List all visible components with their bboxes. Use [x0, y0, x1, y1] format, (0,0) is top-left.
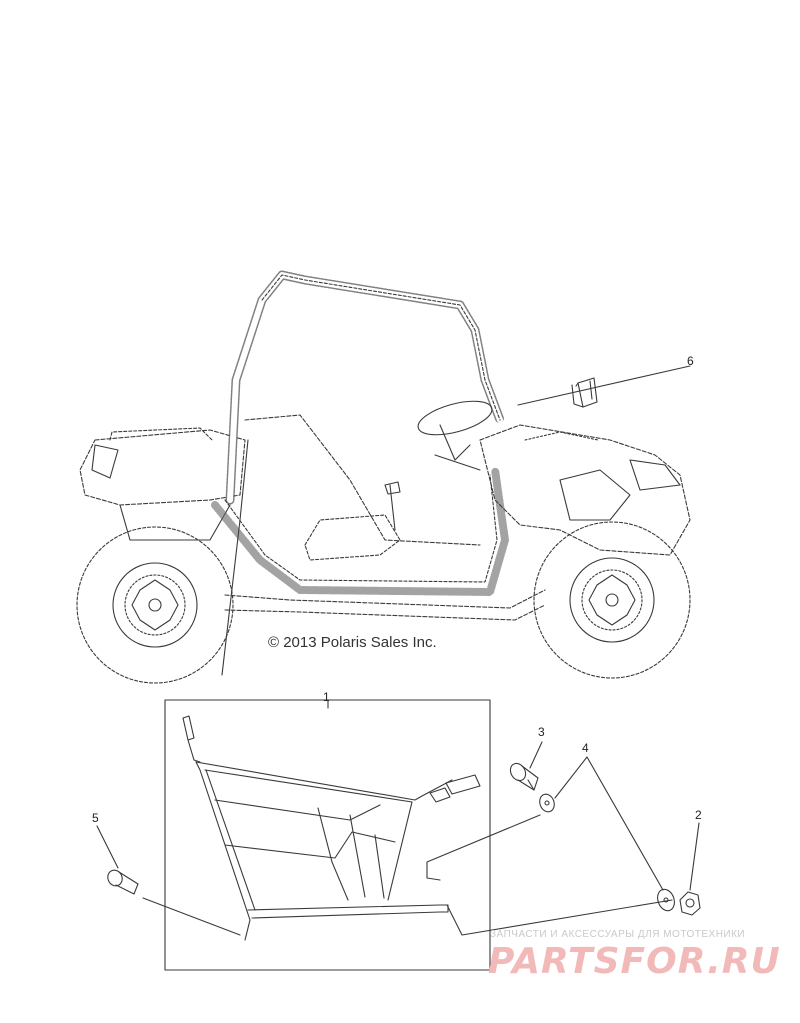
part-2-nut: [679, 891, 701, 916]
leader-line-5: [96, 825, 119, 869]
front-wheel: [533, 521, 691, 679]
steering-wheel: [417, 400, 493, 436]
vehicle-illustration: [76, 270, 691, 684]
part-6-guard: [571, 377, 598, 408]
callout-5: 5: [92, 811, 99, 825]
seat: [304, 514, 401, 561]
front-body: [479, 424, 691, 556]
part-4-washer-b: [657, 888, 675, 912]
rear-wheel: [76, 526, 234, 684]
watermark-brand: PARTSFOR.RU: [488, 941, 781, 982]
part-3-fastener: [509, 762, 539, 791]
leader-line-3: [529, 741, 543, 769]
watermark-tagline: ЗАПЧАСТИ И АКСЕССУАРЫ ДЛЯ МОТОТЕХНИКИ: [490, 929, 746, 940]
callout-1: 1: [323, 690, 330, 704]
leader-line-6: [517, 365, 691, 406]
hardware-lead-lines: [446, 899, 673, 936]
callout-2: 2: [695, 808, 702, 822]
callout-4: 4: [582, 741, 589, 755]
door-net-part: [182, 715, 481, 941]
callout-3: 3: [538, 725, 545, 739]
copyright-text: © 2013 Polaris Sales Inc.: [268, 634, 437, 651]
leader-line-4: [554, 756, 664, 891]
callout-6: 6: [687, 354, 694, 368]
frame-rails: [224, 589, 546, 609]
harness-leader-line: [221, 439, 249, 676]
rear-body: [79, 429, 246, 506]
part-5-fastener: [107, 869, 139, 895]
leader-line-2: [689, 822, 700, 891]
part-1-box: [164, 699, 491, 971]
part-4-washer-a: [539, 793, 555, 813]
